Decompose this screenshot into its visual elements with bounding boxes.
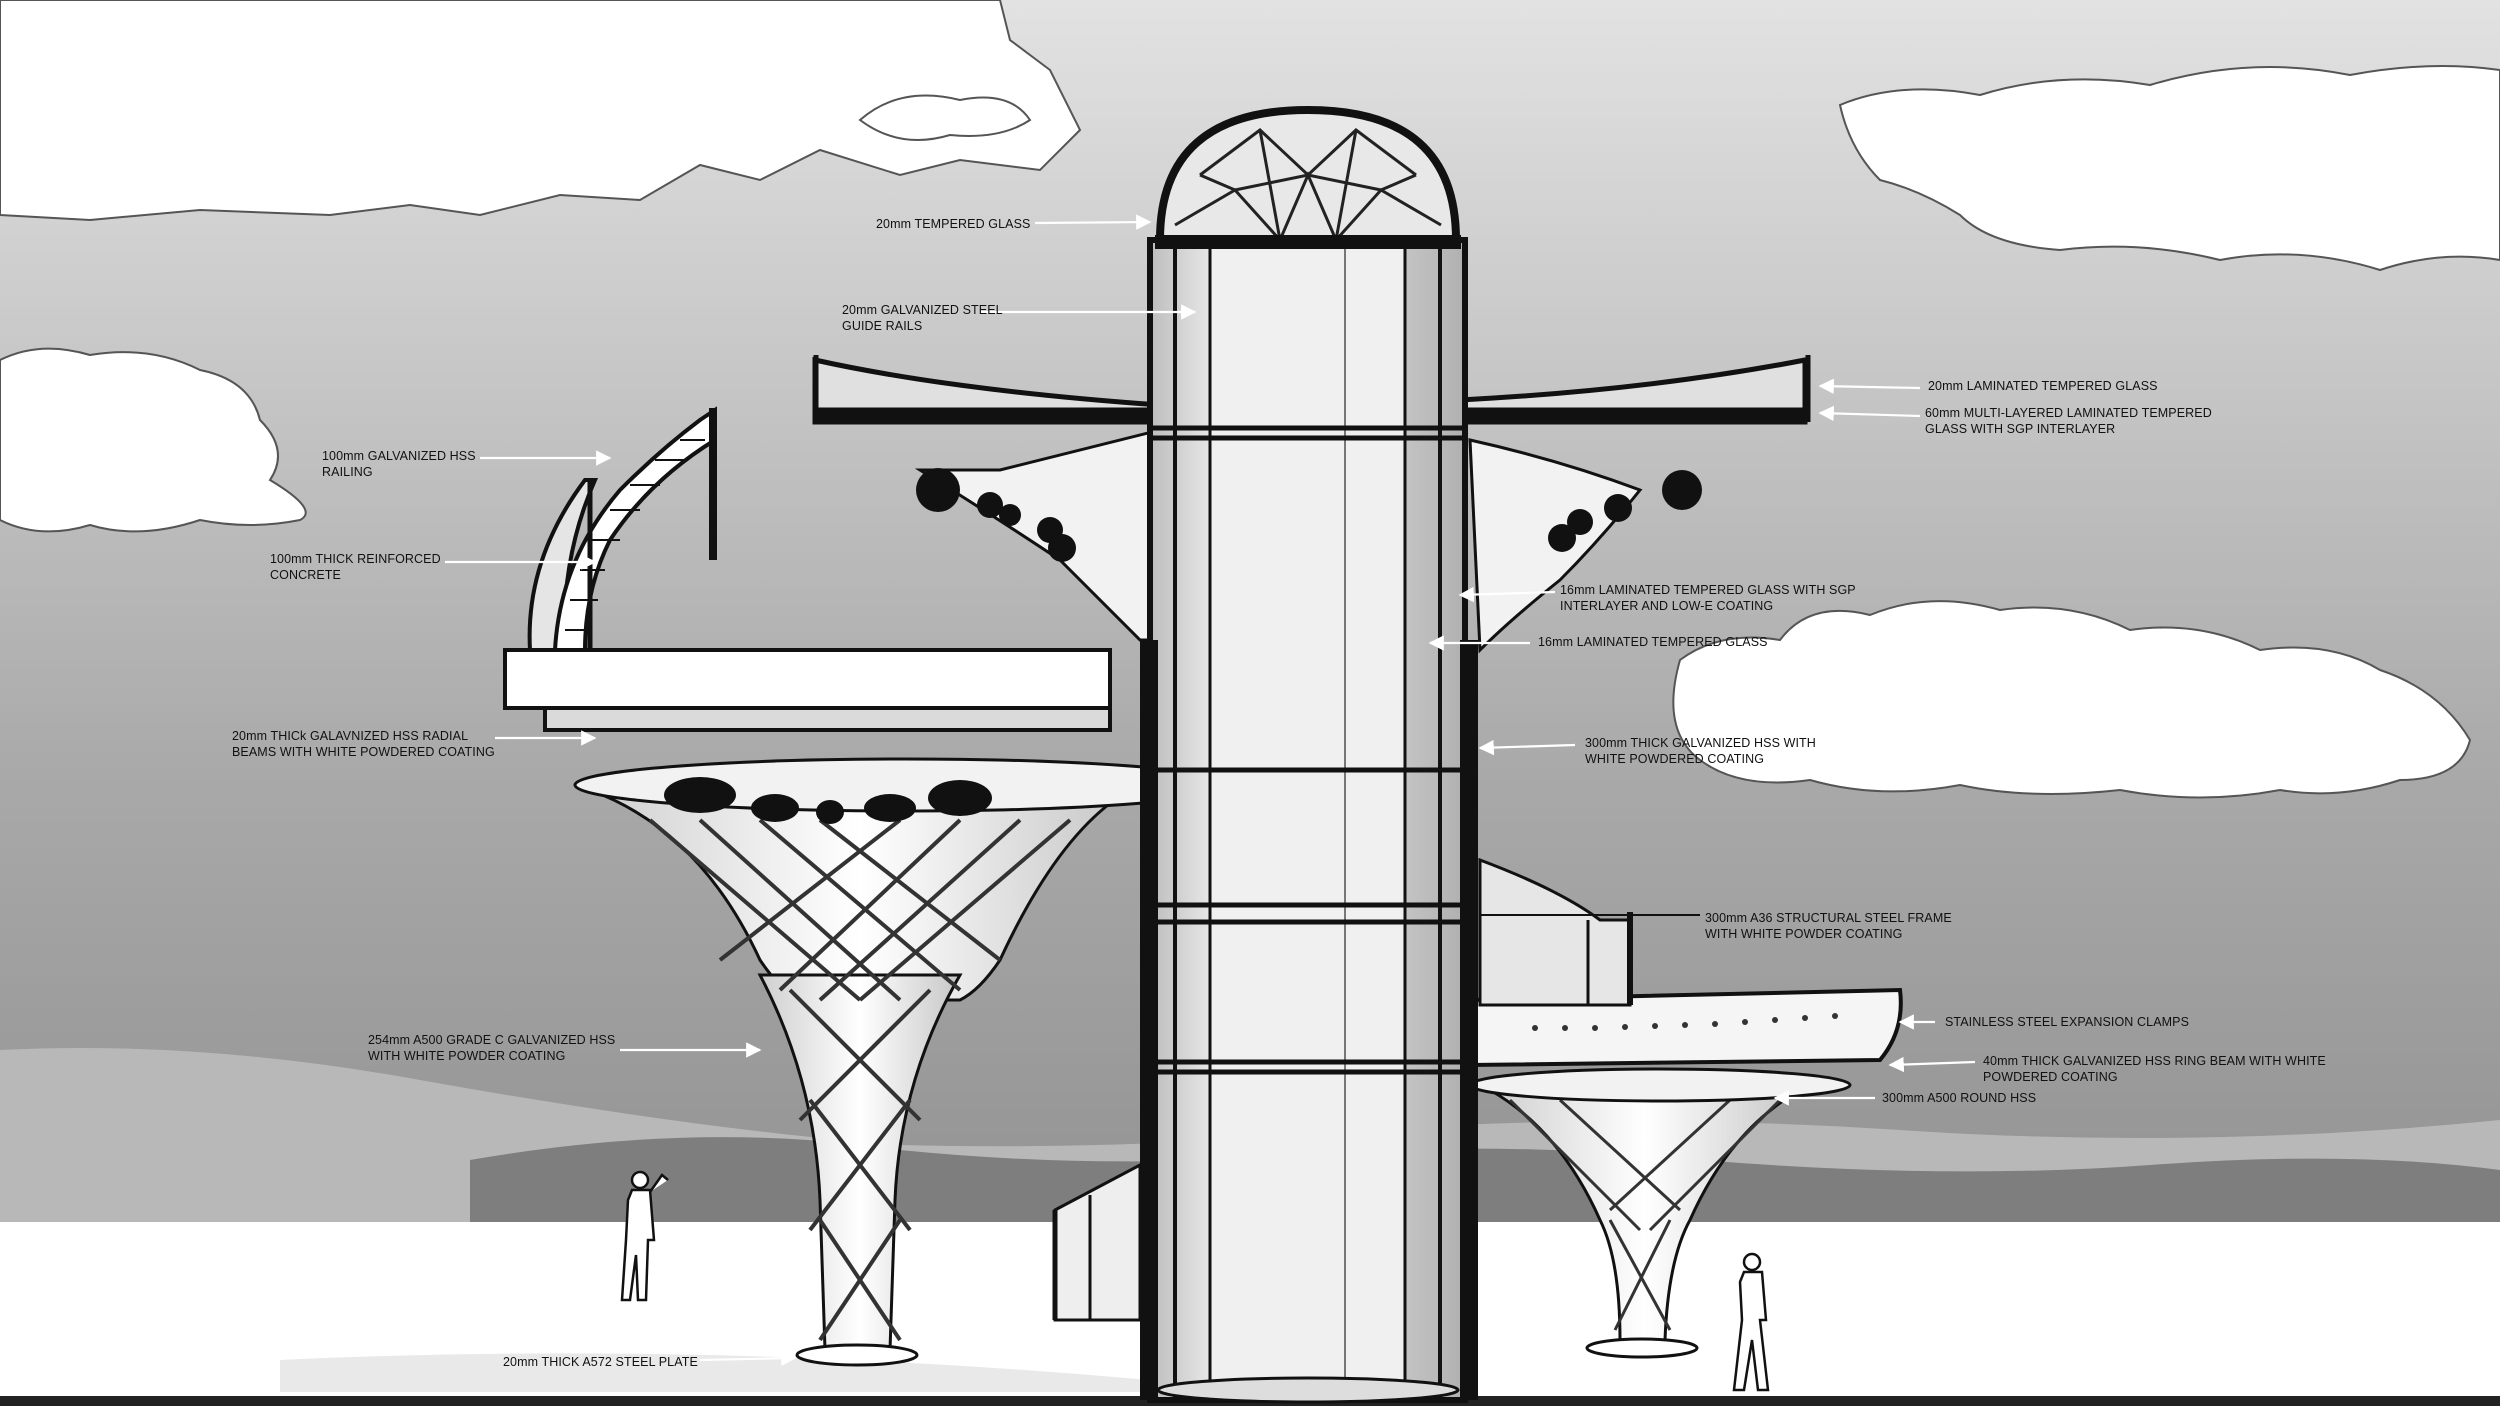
left-canopy-beam <box>812 407 1163 425</box>
left-lattice <box>648 818 1072 1342</box>
clouds <box>0 0 2500 799</box>
right-base-plate <box>1585 1337 1699 1359</box>
right-lattice <box>1508 1098 1782 1331</box>
hills-near <box>470 1137 2500 1230</box>
leader-ring-beam <box>1888 1056 1976 1073</box>
ground-shadow <box>280 1353 1150 1392</box>
callout-laminated-glass-16: 16mm LAMINATED TEMPERED GLASS <box>1538 635 1768 649</box>
right-tree-pillar <box>1468 1067 1852 1359</box>
callout-laminated-glass-20: 20mm LAMINATED TEMPERED GLASS <box>1928 379 2158 393</box>
callout-a36-frame: 300mm A36 STRUCTURAL STEEL FRAME WITH WH… <box>1705 911 1952 941</box>
left-base-plate <box>795 1343 919 1367</box>
callout-expansion-clamps: STAINLESS STEEL EXPANSION CLAMPS <box>1945 1015 2190 1029</box>
callout-hss-300: 300mm THICK GALVANIZED HSS WITH WHITE PO… <box>1585 736 1816 766</box>
callout-multi-layered-glass: 60mm MULTI-LAYERED LAMINATED TEMPERED GL… <box>1925 406 2212 436</box>
callout-leaders <box>445 214 1976 1366</box>
right-small-ring <box>1468 1067 1852 1103</box>
left-deck-base <box>543 706 1112 732</box>
person-figure-right <box>1732 1252 1770 1392</box>
tower-floor-bands <box>1150 425 1465 1075</box>
right-canopy-beam <box>1457 407 1808 425</box>
central-tower <box>1140 105 1478 1404</box>
right-strut-balls <box>1548 470 1702 552</box>
leader-steel-plate <box>699 1350 797 1366</box>
tower-glass-core <box>1208 238 1407 1402</box>
cloud-right-middle <box>1672 600 2472 799</box>
leader-lowe-glass <box>1458 586 1556 603</box>
left-connector-balls <box>664 777 992 824</box>
cloud-top-right <box>1838 65 2500 272</box>
cloud-left-middle <box>0 347 307 533</box>
leader-multi-layered-glass <box>1818 405 1921 422</box>
left-strut-balls <box>916 468 1076 562</box>
left-tree-pillar <box>573 757 1237 1367</box>
right-canopy-arm <box>1457 355 1811 654</box>
callout-tempered-glass-20: 20mm TEMPERED GLASS <box>876 217 1031 231</box>
person-figure-left <box>620 1170 669 1302</box>
callout-radial-beams: 20mm THICk GALAVNIZED HSS RADIAL BEAMS W… <box>232 729 495 759</box>
tower-entry-stair <box>1052 1162 1142 1322</box>
tower-base-ring <box>1156 1376 1460 1404</box>
callout-reinforced-concrete: 100mm THICK REINFORCED CONCRETE <box>270 552 441 582</box>
leader-tempered-glass-20 <box>1034 214 1152 230</box>
callout-a500-hss: 254mm A500 GRADE C GALVANIZED HSS WITH W… <box>368 1033 616 1063</box>
callout-round-hss: 300mm A500 ROUND HSS <box>1882 1091 2037 1105</box>
left-canopy-arm <box>812 355 1163 642</box>
tower-side-column-right <box>1460 640 1478 1400</box>
callout-steel-plate: 20mm THICK A572 STEEL PLATE <box>503 1355 698 1369</box>
callout-hss-railing: 100mm GALVANIZED HSS RAILING <box>322 449 476 479</box>
left-observation-deck <box>503 406 1112 732</box>
dome-collar <box>1155 235 1461 249</box>
right-ring-deck <box>1468 857 1903 1068</box>
cloud-top-left-puff <box>858 94 1032 141</box>
callout-lowe-glass: 16mm LAMINATED TEMPERED GLASS WITH SGP I… <box>1560 583 1856 613</box>
cloud-top-left <box>0 0 1082 222</box>
callout-ring-beam: 40mm THICK GALVANIZED HSS RING BEAM WITH… <box>1983 1054 2326 1084</box>
expansion-clamp-dots <box>1532 1013 1838 1031</box>
leader-laminated-glass-20 <box>1818 378 1921 394</box>
left-deck-slab <box>503 648 1112 710</box>
leader-hss-300 <box>1478 739 1576 756</box>
right-canopy-glass <box>1457 356 1808 423</box>
callout-guide-rails: 20mm GALVANIZED STEEL GUIDE RAILS <box>842 303 1003 333</box>
tower-side-column-left <box>1140 640 1158 1400</box>
dome-geodesic-frame <box>1174 128 1442 243</box>
